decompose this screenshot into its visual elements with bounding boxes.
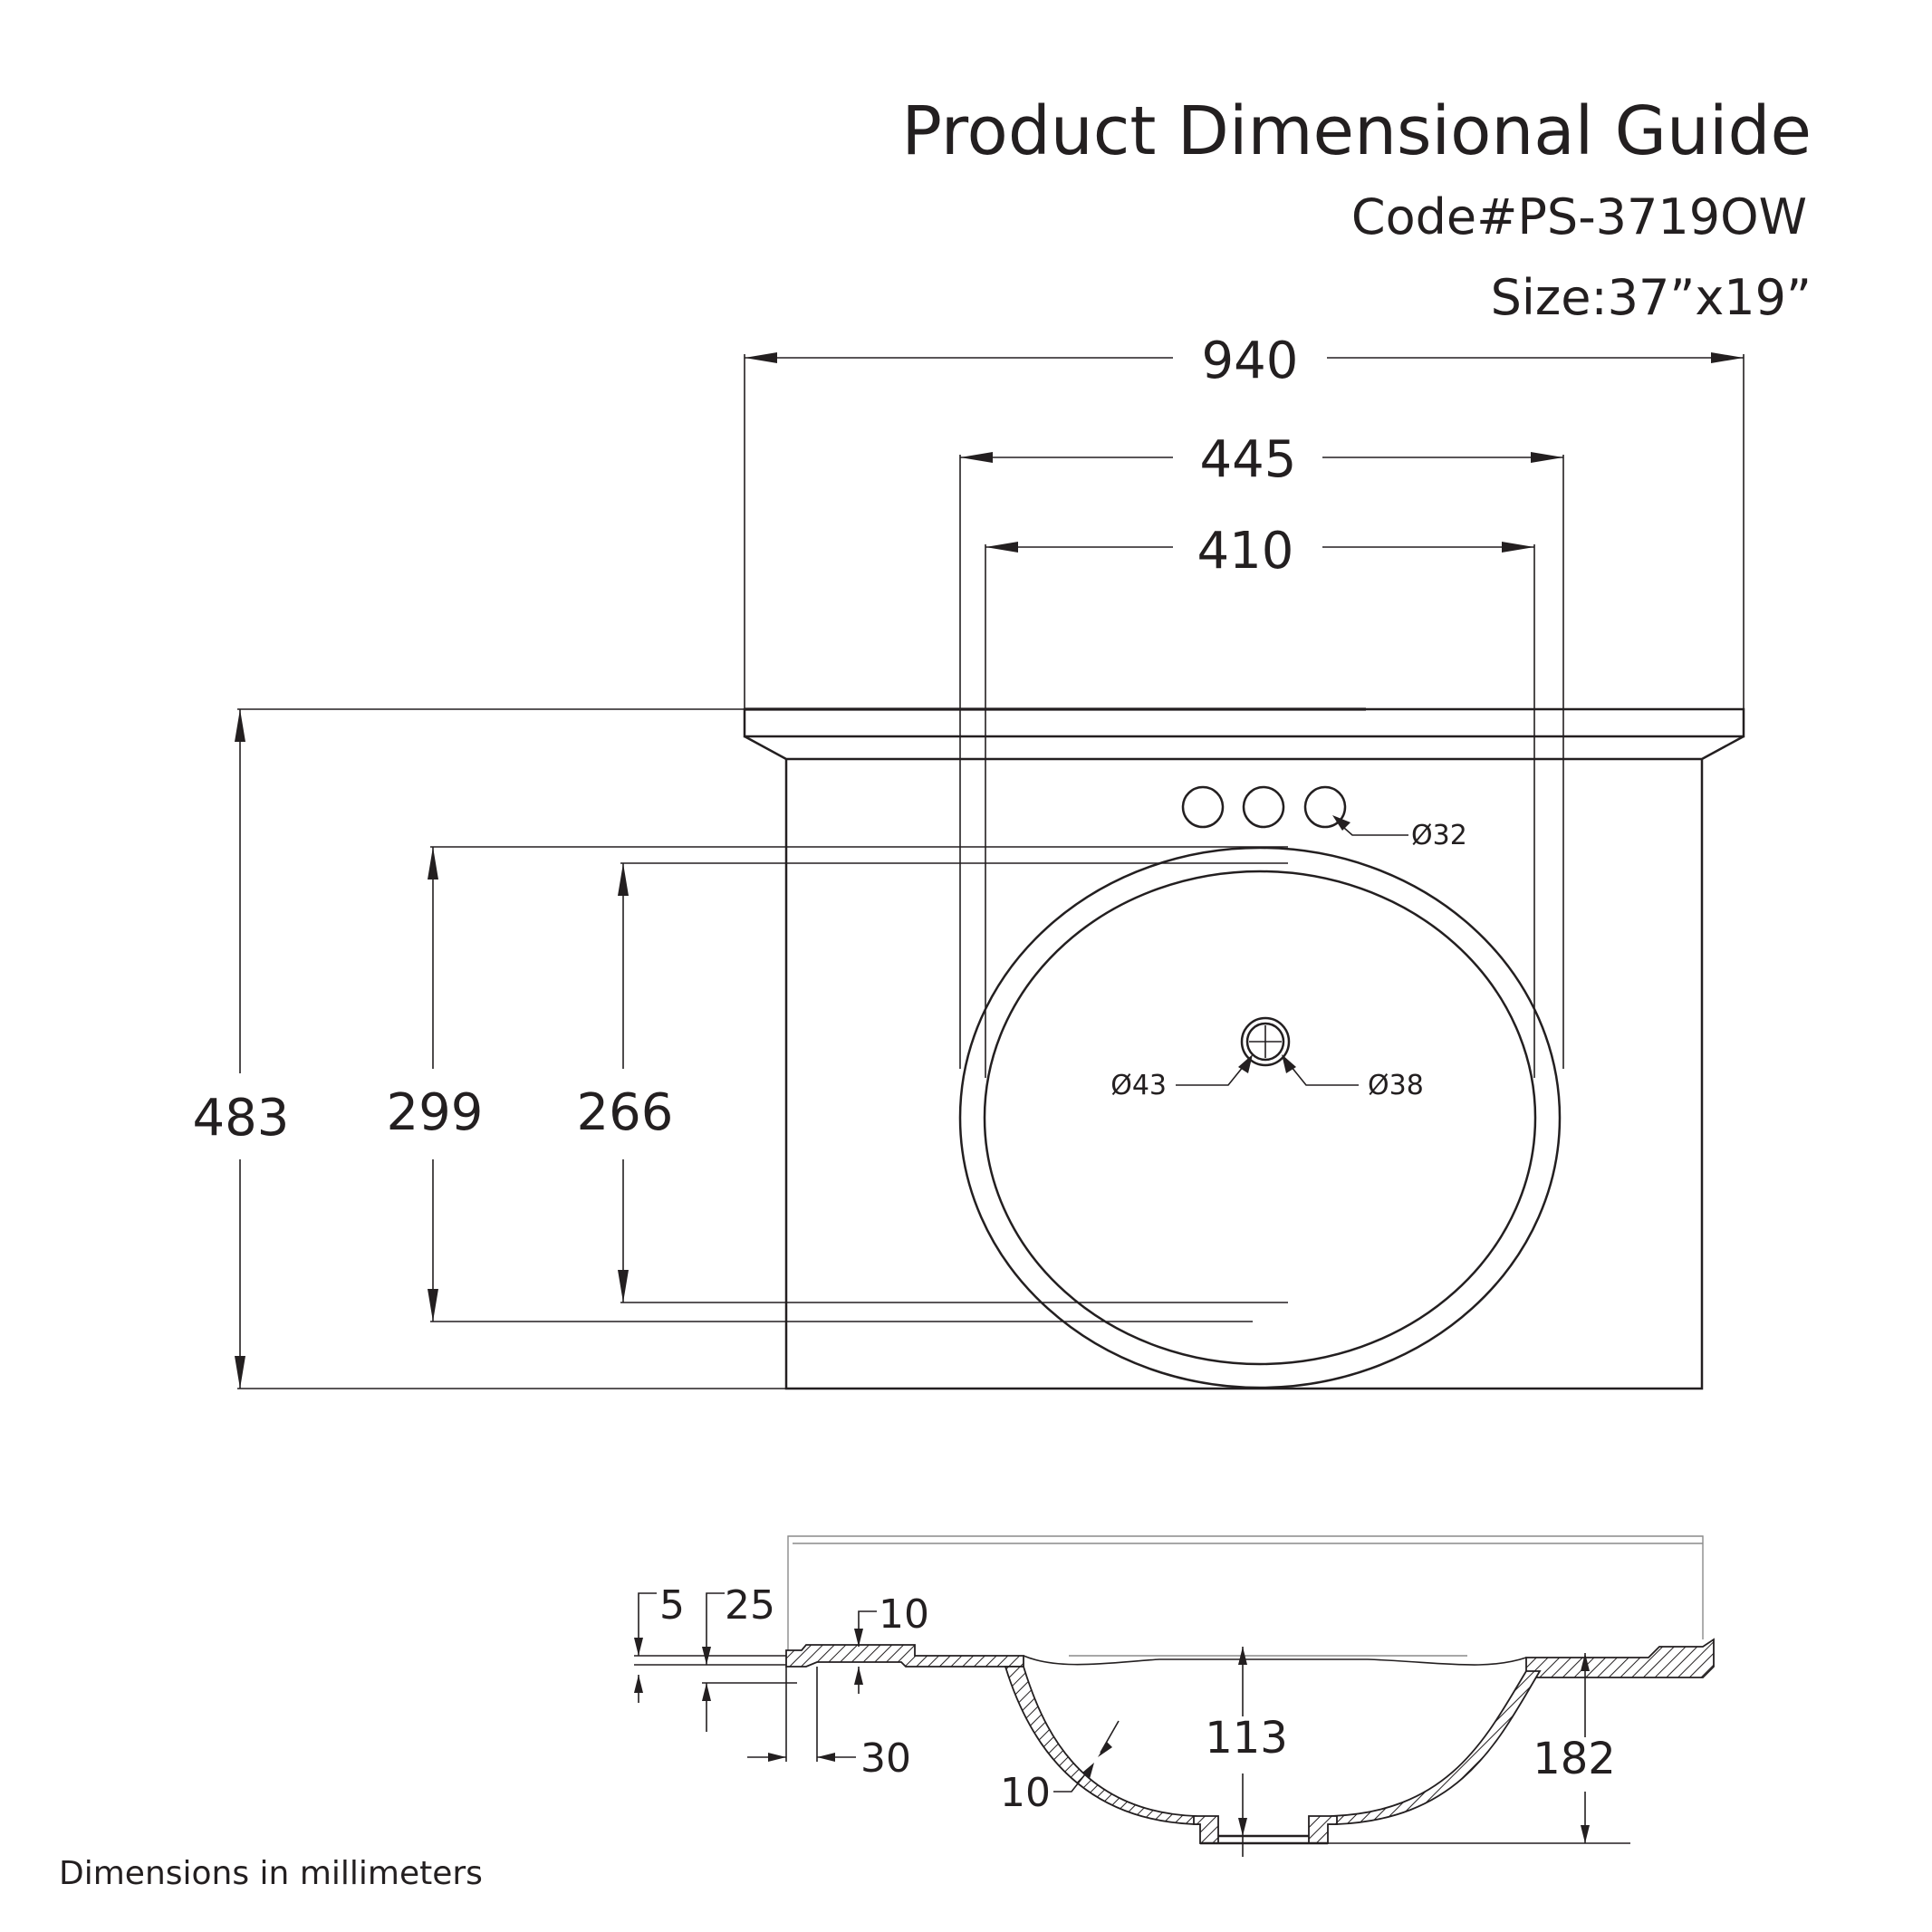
callout-drain-inner: Ø38 <box>1282 1054 1424 1101</box>
label-lip-height: 25 <box>725 1582 775 1629</box>
label-overhang: 30 <box>860 1735 911 1782</box>
drain-inner <box>1245 1022 1285 1062</box>
deck-section-right <box>1525 1638 1715 1678</box>
dim-deck-thickness: 10 <box>854 1591 929 1694</box>
dim-basin-inner-width: 410 <box>985 522 1535 1078</box>
dim-basin-outer-depth: 299 <box>387 846 1288 1322</box>
dim-wall-thickness: 10 <box>1000 1720 1120 1816</box>
dim-overhang: 30 <box>747 1667 911 1782</box>
header: Product Dimensional Guide Code#PS-3719OW… <box>901 92 1812 326</box>
faucet-hole-left <box>1181 785 1225 829</box>
faucet-hole-center <box>1242 785 1285 829</box>
label-overall-width: 940 <box>1202 332 1299 390</box>
section-view: 5 25 10 30 <box>634 1535 1715 1857</box>
label-basin-outer-width: 445 <box>1200 430 1297 489</box>
bowl-wall-section-right <box>1322 1670 1542 1825</box>
label-basin-inner-depth: 266 <box>577 1083 674 1142</box>
label-overall-depth: 483 <box>193 1089 290 1148</box>
plan-view: 940 445 410 <box>193 332 1745 1390</box>
page-title: Product Dimensional Guide <box>901 92 1812 170</box>
label-bowl-depth: 113 <box>1205 1713 1288 1764</box>
label-basin-inner-width: 410 <box>1197 522 1294 581</box>
dim-overall-height: 182 <box>1328 1653 1630 1844</box>
dim-overall-width: 940 <box>744 332 1745 709</box>
drain-outer <box>1240 1016 1291 1067</box>
dim-edge-step: 5 <box>634 1582 786 1703</box>
dim-basin-inner-depth: 266 <box>577 862 1288 1303</box>
dim-bowl-depth: 113 <box>1205 1647 1288 1857</box>
drain <box>1240 1016 1291 1067</box>
label-basin-outer-depth: 299 <box>387 1083 484 1142</box>
basin-outer-rim <box>958 846 1562 1389</box>
units-note: Dimensions in millimeters <box>59 1855 483 1892</box>
deck-section-left <box>785 1644 1024 1668</box>
label-deck-thickness: 10 <box>879 1591 929 1638</box>
label-drain-inner-diameter: Ø38 <box>1368 1070 1424 1101</box>
basin-inner-rim <box>983 870 1537 1366</box>
faucet-holes <box>1181 785 1347 829</box>
product-code: Code#PS-3719OW <box>1351 188 1807 245</box>
callout-drain-outer: Ø43 <box>1110 1054 1253 1101</box>
dim-lip-height: 25 <box>702 1582 797 1732</box>
product-size: Size:37”x19” <box>1491 269 1812 326</box>
drain-collar <box>1193 1815 1219 1844</box>
faucet-hole-right <box>1303 785 1347 829</box>
basin <box>958 846 1562 1389</box>
back-wall-outline <box>787 1535 1704 1653</box>
label-edge-step: 5 <box>659 1582 685 1629</box>
label-drain-outer-diameter: Ø43 <box>1110 1070 1167 1101</box>
label-wall-thickness: 10 <box>1000 1770 1051 1816</box>
label-overall-height: 182 <box>1533 1734 1616 1784</box>
dim-basin-outer-width: 445 <box>959 430 1564 1069</box>
label-faucet-hole-diameter: Ø32 <box>1411 820 1467 851</box>
drain-collar-right <box>1308 1815 1338 1844</box>
callout-faucet-hole: Ø32 <box>1332 815 1467 851</box>
dim-overall-depth: 483 <box>193 708 1368 1389</box>
